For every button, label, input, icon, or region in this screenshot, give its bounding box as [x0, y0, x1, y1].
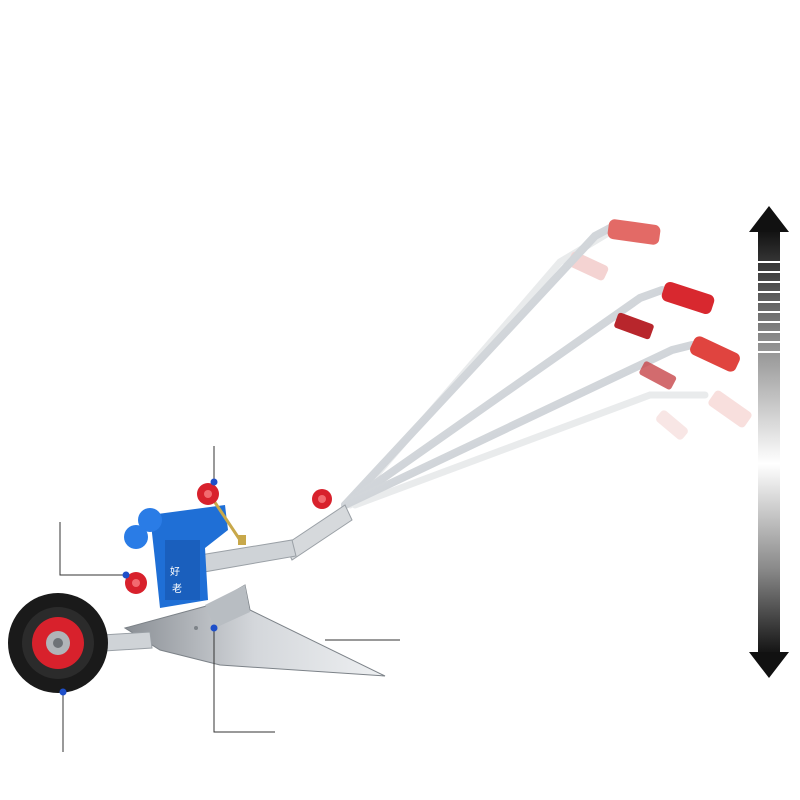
handle-positions: [341, 219, 740, 509]
connecting-arm: [199, 539, 297, 573]
handle-high: [341, 224, 614, 509]
adjustment-knobs: [125, 483, 246, 594]
callout-dot-side-knob: [122, 571, 130, 579]
handle-bracket: [284, 489, 353, 561]
handle-mid-low: [341, 341, 696, 509]
frame-marking-2: 老: [172, 582, 182, 595]
plow-blade: [123, 584, 386, 677]
adjustment-arrow-icon: [749, 206, 789, 678]
grip-mid-high: [661, 282, 715, 314]
grip-mid-low: [690, 336, 740, 372]
frame-marking: 好: [170, 566, 180, 578]
callouts: [59, 446, 400, 752]
blue-frame-body: 好 老: [124, 505, 228, 608]
callout-dot-blade: [210, 624, 218, 632]
handle-mid-high: [341, 286, 666, 509]
callout-dot-wheel: [59, 688, 67, 696]
wheel: [8, 593, 108, 693]
callout-dots: [59, 478, 218, 696]
grip-high: [607, 219, 661, 245]
callout-dot-top-knob: [210, 478, 218, 486]
handle-ghost-positions: [346, 228, 752, 509]
